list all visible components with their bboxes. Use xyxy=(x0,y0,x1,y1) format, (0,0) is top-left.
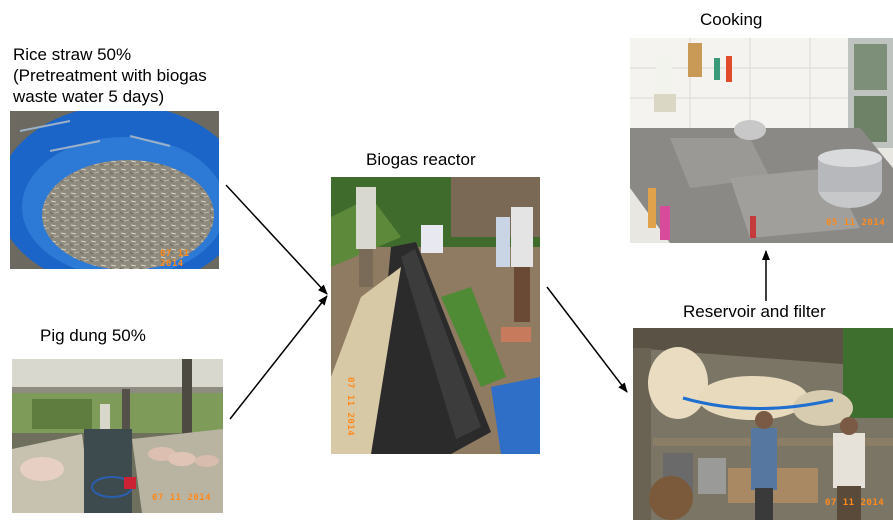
biogas-reactor-label: Biogas reactor xyxy=(366,150,476,169)
cooking-photo: 05 11 2014 xyxy=(630,38,893,243)
arrow-rice-straw-to-reactor xyxy=(225,184,328,295)
rice-straw-label-line-2: (Pretreatment with biogas xyxy=(13,66,207,85)
cooking-label: Cooking xyxy=(700,10,763,29)
reservoir-filter-datestamp: 07 11 2014 xyxy=(825,498,885,508)
biogas-reactor-datestamp: 07 11 2014 xyxy=(345,377,355,436)
rice-straw-label: Rice straw 50% (Pretreatment with biogas… xyxy=(13,44,207,107)
pig-dung-photo: 07 11 2014 xyxy=(12,359,223,513)
reservoir-filter-label: Reservoir and filter xyxy=(683,302,826,321)
arrow-pig-dung-to-reactor xyxy=(229,295,328,420)
rice-straw-photo: 07 11 2014 xyxy=(10,111,219,269)
reservoir-filter-photo: 07 11 2014 xyxy=(633,328,893,520)
rice-straw-datestamp: 07 11 2014 xyxy=(160,249,190,269)
rice-straw-label-line-3: waste water 5 days) xyxy=(13,87,165,106)
arrow-reactor-to-reservoir xyxy=(546,286,628,393)
biogas-reactor-datestamp-text: 07 11 2014 xyxy=(345,377,355,437)
cooking-datestamp: 05 11 2014 xyxy=(826,218,886,228)
pig-dung-label: Pig dung 50% xyxy=(40,326,146,345)
biogas-reactor-photo: 07 11 2014 xyxy=(331,177,540,454)
rice-straw-label-line-1: Rice straw 50% xyxy=(13,45,132,64)
pig-dung-datestamp: 07 11 2014 xyxy=(152,493,212,503)
